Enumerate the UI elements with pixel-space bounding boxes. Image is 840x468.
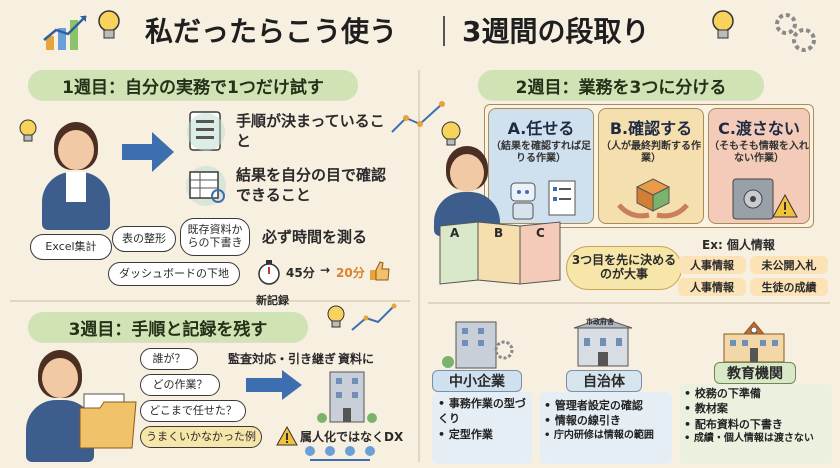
abc-folder: A B C xyxy=(438,220,562,286)
org-item: 定型作業 xyxy=(438,427,530,442)
org-item: 管理者設定の確認 xyxy=(544,398,672,413)
lightbulb-icon xyxy=(326,304,346,330)
time-arrow: → xyxy=(320,263,331,277)
folder-icon xyxy=(78,388,138,450)
header: 私だったらこう使う 3週間の段取り xyxy=(0,0,840,62)
new-record-label: 新記録 xyxy=(256,294,289,307)
question-which-task: どの作業？ xyxy=(140,374,220,396)
folder-label-b: B xyxy=(494,226,504,240)
chart-icon xyxy=(42,10,92,54)
org-list-sme: 事務作業の型づくり 定型作業 xyxy=(438,396,530,442)
org-item: 校務の下準備 xyxy=(684,386,832,401)
warning-label: 属人化ではなくDX xyxy=(300,430,404,444)
ex-item: 生徒の成績 xyxy=(750,278,828,296)
card-withhold-title: C.渡さない xyxy=(718,119,800,138)
bubble-table-format: 表の整形 xyxy=(112,226,176,252)
bubble-dashboard: ダッシュボードの下地 xyxy=(108,262,240,286)
gear-icon xyxy=(770,10,820,54)
ex-item: 未公開入札 xyxy=(750,256,828,274)
bubble-draft: 既存資料からの下書き xyxy=(180,218,250,256)
page-title: 私だったらこう使う xyxy=(145,15,398,48)
arrow-right-icon xyxy=(244,368,304,402)
trend-line-icon xyxy=(350,300,398,334)
org-title-education: 教育機関 xyxy=(714,362,796,384)
card-review-title: B.確認する xyxy=(609,119,693,138)
week3-heading: 3週目：手順と記録を残す xyxy=(28,312,308,342)
lightbulb-icon xyxy=(710,8,736,44)
question-who: 誰が？ xyxy=(140,348,198,370)
divider-horizontal-left xyxy=(10,300,410,302)
lightbulb-icon xyxy=(440,120,462,148)
thumbs-up-icon xyxy=(368,260,392,282)
week1-point2: 結果を自分の目で確認できること xyxy=(236,166,387,204)
bubble-excel: Excel集計 xyxy=(30,234,112,260)
week1-point1: 手順が決まっていること xyxy=(236,112,385,150)
person-illustration xyxy=(36,120,116,230)
ex-title: Ex: 個人情報 xyxy=(702,238,775,252)
card-review: B.確認する （人が最終判断する作業） xyxy=(598,108,704,224)
stopwatch-icon xyxy=(256,258,282,286)
divider-horizontal-right xyxy=(428,302,830,304)
org-item: 事務作業の型づくり xyxy=(438,396,530,427)
org-item: 成績・個人情報は渡さない xyxy=(684,432,832,446)
org-list-municipality: 管理者設定の確認 情報の線引き 庁内研修は情報の範囲 xyxy=(544,398,672,443)
asset-label: 資料に xyxy=(338,352,375,366)
office-building-icon xyxy=(438,318,518,370)
robot-icon xyxy=(497,175,587,221)
org-item: 庁内研修は情報の範囲 xyxy=(544,429,672,443)
divider-vertical xyxy=(418,70,420,462)
lightbulb-icon xyxy=(96,8,122,44)
org-list-education: 校務の下準備 教材案 配布資料の下書き 成績・個人情報は渡さない xyxy=(684,386,832,446)
week2-heading: 2週目：業務を3つに分ける xyxy=(478,70,764,100)
org-title-sme: 中小企業 xyxy=(432,370,522,392)
measure-time-label: 必ず時間を測る xyxy=(262,228,368,246)
hands-box-icon xyxy=(615,175,691,221)
audit-label: 監査対応・引き継ぎ xyxy=(228,352,337,366)
card-withhold: C.渡さない （そもそも情報を入れない作業） xyxy=(708,108,810,224)
org-item: 教材案 xyxy=(684,401,832,416)
checklist-icon xyxy=(182,110,230,154)
week1-heading: 1週目：自分の実務で1つだけ試す xyxy=(28,70,358,100)
card-withhold-sub: （そもそも情報を入れない作業） xyxy=(709,141,809,164)
city-hall-icon: 市政府舎 xyxy=(568,316,638,368)
trend-line-icon xyxy=(390,96,450,136)
time-before: 45分 xyxy=(286,266,315,280)
card-review-sub: （人が最終判断する作業） xyxy=(601,141,701,164)
card-delegate: A.任せる （結果を確認すれば足りる作業） xyxy=(488,108,594,224)
building-icon xyxy=(316,366,378,424)
question-failure: うまくいかなかった例 xyxy=(140,426,262,448)
spreadsheet-icon xyxy=(182,164,230,208)
card-delegate-sub: （結果を確認すれば足りる作業） xyxy=(491,141,591,164)
org-title-municipality: 自治体 xyxy=(566,370,642,392)
card-delegate-title: A.任せる xyxy=(507,119,575,138)
ex-item: 人事情報 xyxy=(678,278,746,296)
org-item: 情報の線引き xyxy=(544,413,672,428)
lightbulb-icon xyxy=(18,118,38,144)
org-item: 配布資料の下書き xyxy=(684,417,832,432)
folder-label-c: C xyxy=(536,226,545,240)
time-after: 20分 xyxy=(336,266,365,280)
school-icon xyxy=(718,318,790,364)
folder-label-a: A xyxy=(450,226,460,240)
people-icon xyxy=(300,444,380,464)
page-title-right: 3週間の段取り xyxy=(462,15,650,48)
arrow-right-icon xyxy=(120,130,176,174)
ex-item: 人事情報 xyxy=(678,256,746,274)
safe-icon xyxy=(725,175,801,221)
city-hall-sign: 市政府舎 xyxy=(586,318,614,326)
question-how-far: どこまで任せた？ xyxy=(140,400,246,422)
title-divider xyxy=(443,16,445,46)
callout-bubble: 3つ目を先に決めるのが大事 xyxy=(566,246,682,290)
warning-icon xyxy=(276,425,298,446)
